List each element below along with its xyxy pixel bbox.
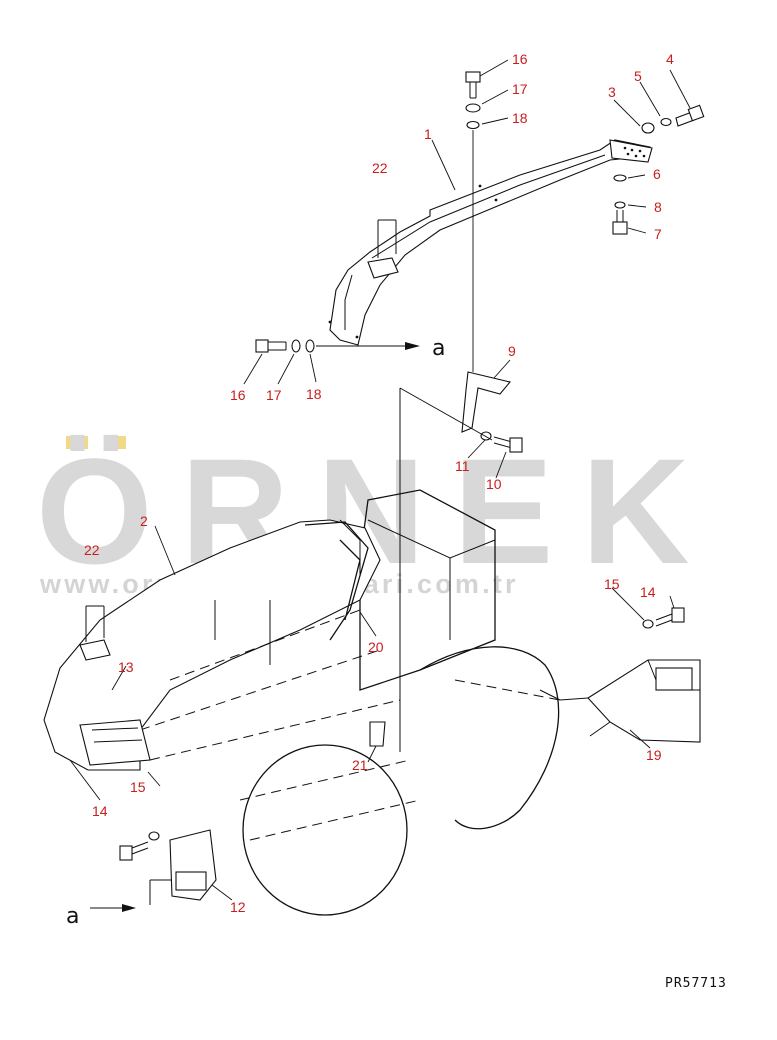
plate-6-icon [613,174,627,182]
step-19-tread [655,667,693,691]
handrail-20 [304,521,369,641]
bolt-set-upper [465,71,481,190]
step-12-assembly [90,829,217,912]
callout-16-upper: 16 [512,51,528,67]
callout-14-left: 14 [92,803,108,819]
callout-21: 21 [352,757,368,773]
bolt-16-head-icon [465,71,481,83]
callout-8: 8 [654,199,662,215]
nut-3-icon [641,122,655,134]
part-22-lower-pad [79,639,111,661]
bolt-set-left [255,339,420,353]
callout-15-left: 15 [130,779,146,795]
callout-18-left: 18 [306,386,322,402]
step-19-assembly [539,607,701,743]
rear-fender-upper [328,139,653,346]
callout-7: 7 [654,226,662,242]
callout-1: 1 [424,126,432,142]
callout-labels: 1 2 3 4 5 6 7 8 9 10 11 12 13 14 14 15 1… [84,51,674,915]
bolt-7-head-icon [612,221,628,235]
bolt-16-left-head-icon [255,339,269,353]
watermark-umlaut-left [66,436,88,449]
callout-11: 11 [455,458,470,474]
washer-8-icon [614,201,626,209]
callout-9: 9 [508,343,516,359]
callout-16-left: 16 [230,387,246,403]
callout-6: 6 [653,166,661,182]
callout-19: 19 [646,747,662,763]
bolt-14-left-head-icon [119,845,133,861]
washer-5-icon [660,117,672,127]
bracket-9 [461,371,511,433]
machine-body [43,387,561,916]
callout-15-right: 15 [604,576,620,592]
watermark: ÖRNEK www.ornekismakinalari.com.tr [36,427,690,599]
callout-2: 2 [140,513,148,529]
fender-1-inner-edge [371,154,606,259]
callout-18-upper: 18 [512,110,528,126]
part-22-upper-pad [367,257,399,279]
callout-12: 12 [230,899,246,915]
bolt-14-right-head-icon [671,607,685,623]
front-tire [242,744,408,916]
callout-4: 4 [666,51,674,67]
callout-22-upper: 22 [372,160,388,176]
bolt-set-right [612,104,705,235]
fender-1-step-plate [609,139,653,163]
fender-1-bend [344,274,353,330]
bolt-10-head-icon [509,437,523,453]
washer-15-left-icon [148,831,160,841]
callout-20: 20 [368,639,384,655]
bolt-4-head-icon [687,104,705,122]
washer-18-icon [466,120,480,130]
reference-a-lower: a [66,904,79,929]
drawing-code: PR57713 [665,976,727,991]
washer-17-left-icon [291,339,301,353]
callout-10: 10 [486,476,502,492]
callout-17-upper: 17 [512,81,528,97]
reference-a-upper: a [432,336,445,361]
callout-22-lower: 22 [84,542,100,558]
fender-2-outline [43,519,381,771]
bracket-9-assembly [461,190,523,453]
callout-5: 5 [634,68,642,84]
rear-tire [419,646,560,830]
step-13 [79,719,151,766]
callout-17-left: 17 [266,387,282,403]
watermark-umlaut-right [104,436,126,449]
washer-18-left-icon [305,339,315,353]
callout-14-right: 14 [640,584,656,600]
callout-3: 3 [608,84,616,100]
washer-17-icon [465,103,481,113]
washer-15-right-icon [642,619,654,629]
callout-leaders [69,59,691,901]
part-21 [369,721,386,747]
step-12-tread [175,871,207,891]
callout-13: 13 [118,659,134,675]
